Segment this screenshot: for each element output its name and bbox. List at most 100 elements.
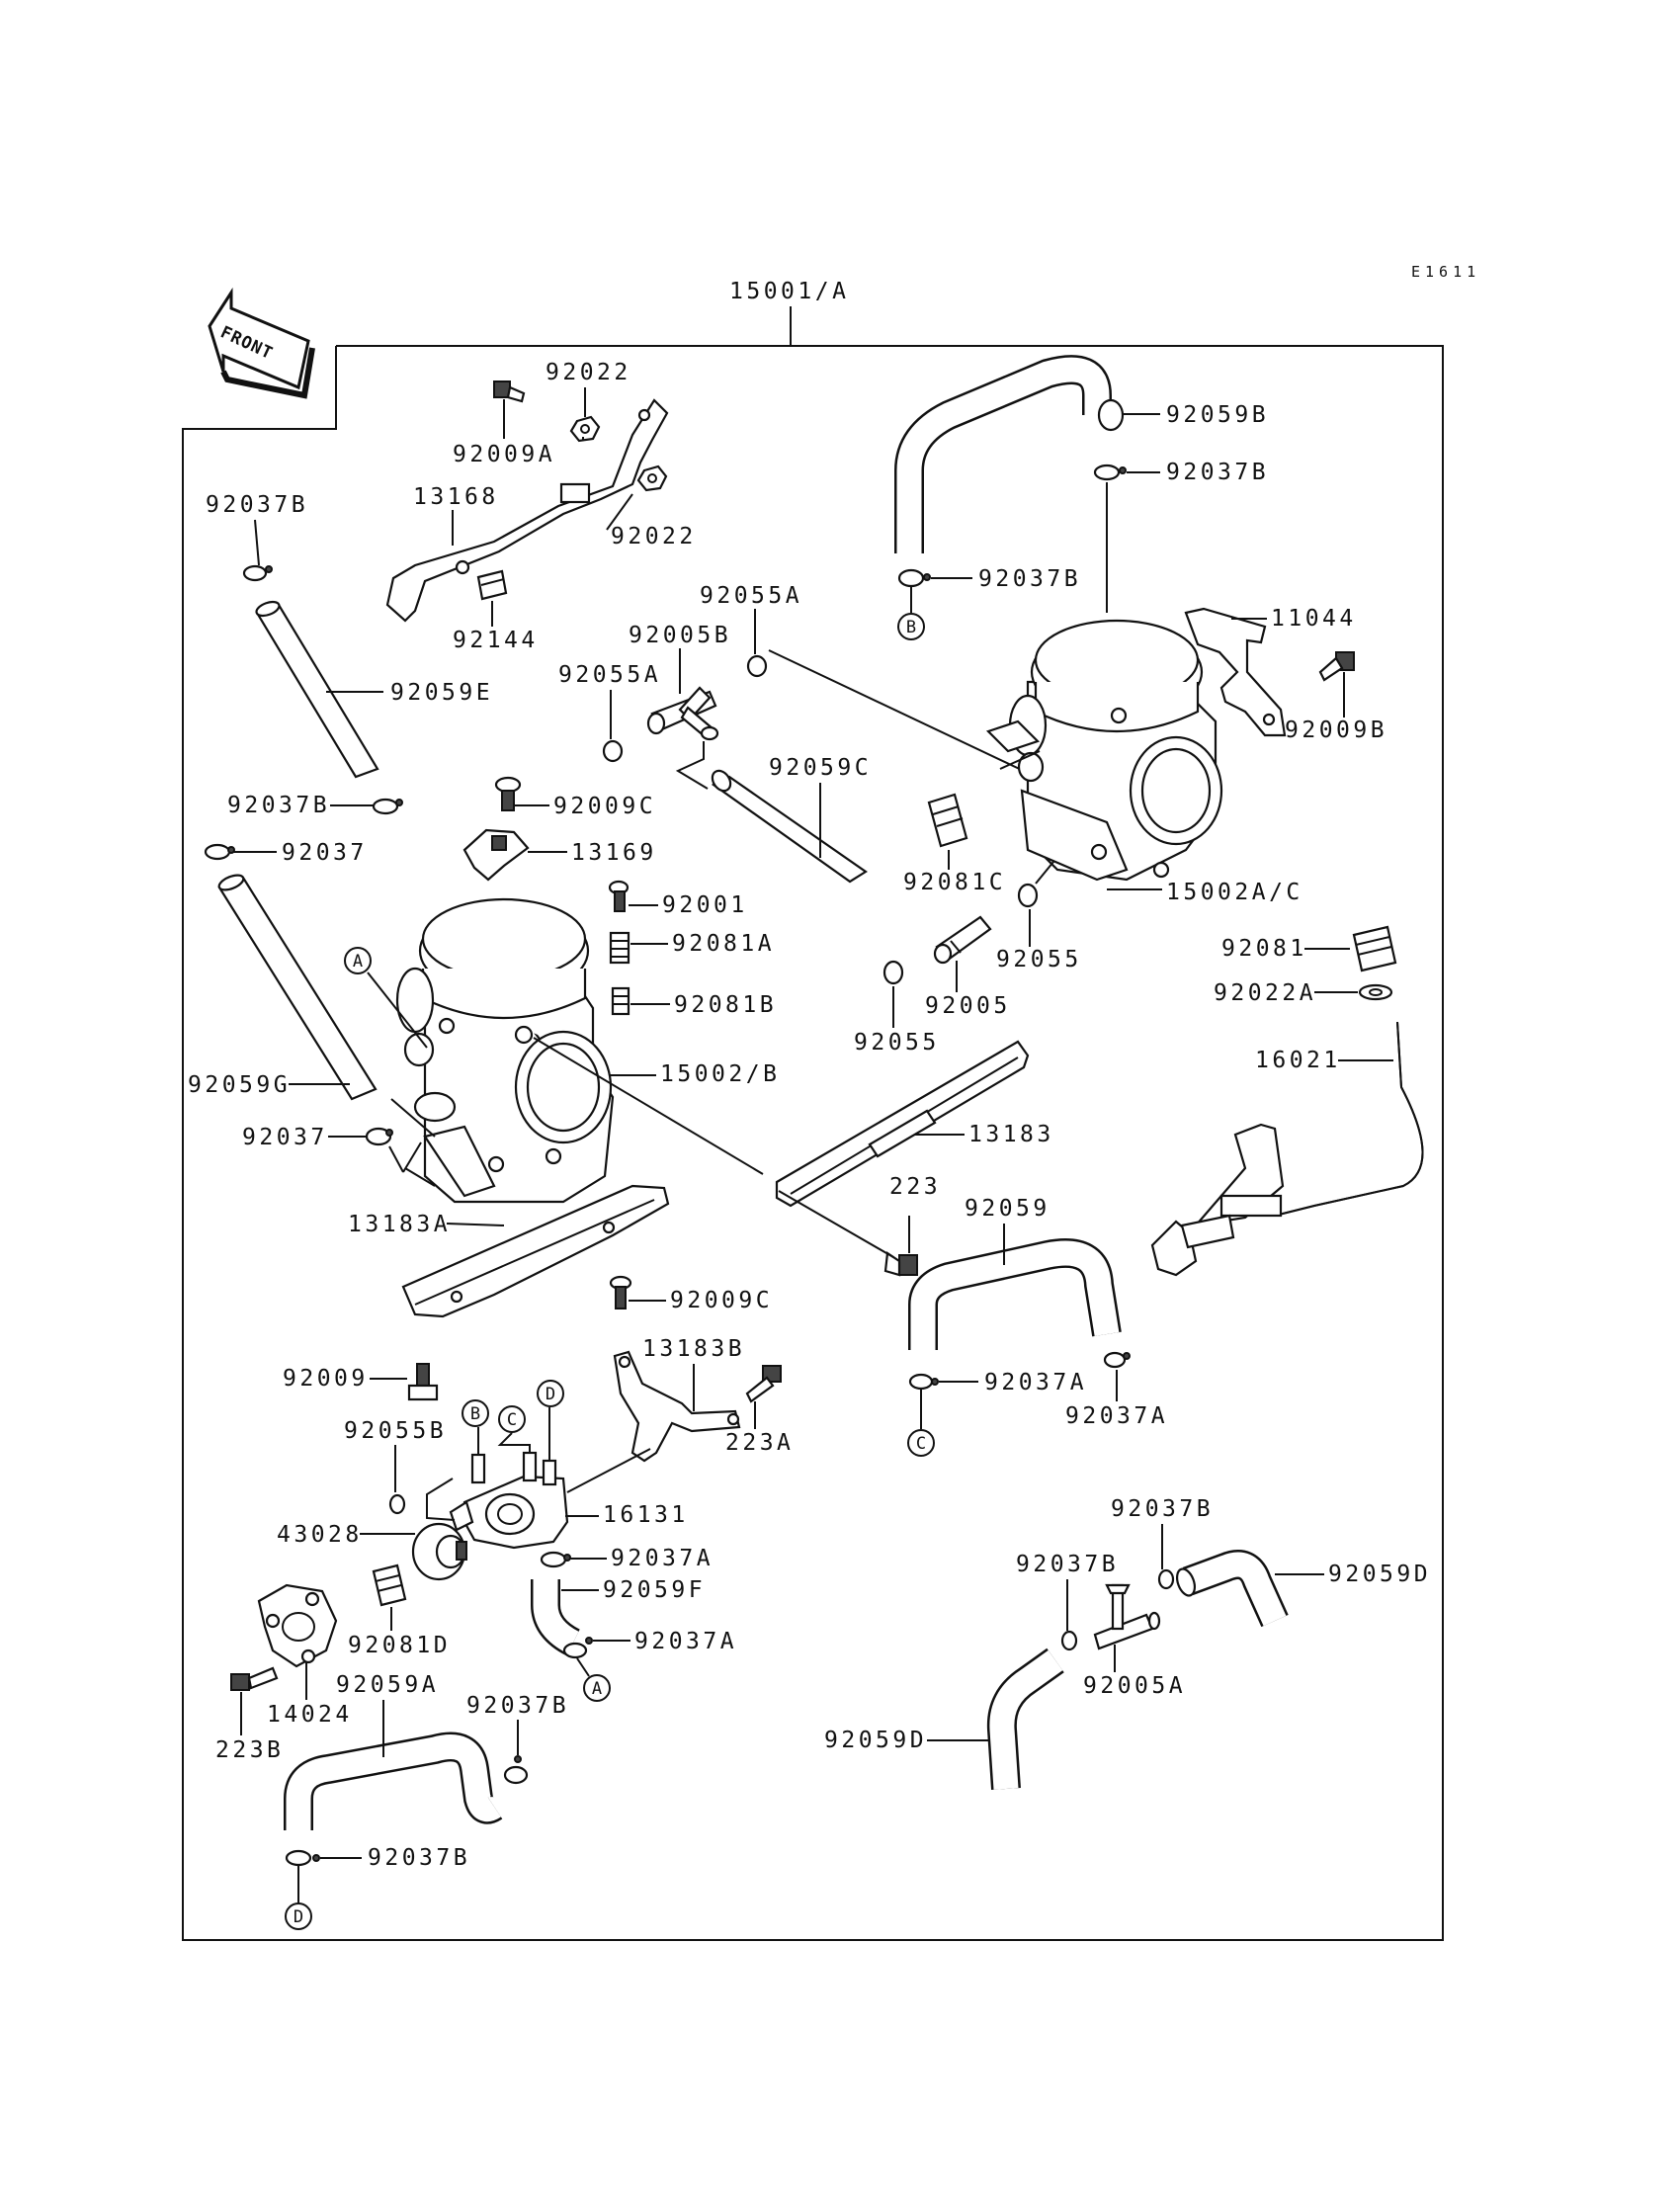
- oring-92055a-left: [602, 739, 624, 763]
- label-92037b-b: 92037B: [227, 793, 330, 818]
- label-92009c-bottom: 92009C: [670, 1288, 773, 1313]
- label-92059: 92059: [965, 1196, 1050, 1222]
- carburetor-15002ac: [985, 619, 1223, 882]
- circle-marker-b-bottom: B: [470, 1404, 480, 1424]
- label-92059d-a: 92059D: [1328, 1562, 1431, 1587]
- hose-92059g: [217, 874, 378, 1101]
- nut-92022-lower: [636, 465, 668, 492]
- clip-92037b-top: [1093, 464, 1127, 481]
- clip-13169: [462, 828, 530, 882]
- label-92009: 92009: [283, 1366, 369, 1392]
- label-92009a: 92009A: [453, 442, 555, 467]
- label-16131: 16131: [603, 1502, 689, 1528]
- label-92037b-c: 92037B: [466, 1693, 569, 1719]
- oring-92055b: [388, 1493, 406, 1515]
- label-92055a-top: 92055A: [700, 583, 802, 609]
- bracket-13183: [775, 1040, 1030, 1208]
- joint-92005a: [1093, 1583, 1161, 1650]
- label-43028: 43028: [277, 1522, 363, 1548]
- hose-92059c: [711, 769, 868, 884]
- label-92022a: 92022A: [1214, 980, 1316, 1006]
- screw-92009b: [1318, 651, 1355, 682]
- label-92009b: 92009B: [1285, 718, 1387, 743]
- label-92037b-top: 92037B: [1166, 460, 1269, 485]
- label-92081a: 92081A: [672, 931, 775, 957]
- clip-92037b-d: [285, 1849, 320, 1867]
- label-92037b-a: 92037B: [206, 492, 308, 518]
- label-92037a-b: 92037A: [1065, 1403, 1168, 1429]
- label-92001: 92001: [662, 892, 748, 918]
- label-13168: 13168: [413, 484, 499, 510]
- jet-92005: [933, 915, 992, 965]
- bolt-92009: [407, 1363, 439, 1401]
- label-92059a: 92059A: [336, 1672, 439, 1698]
- hose-92059b: [894, 355, 1125, 553]
- label-13183b: 13183B: [642, 1336, 745, 1362]
- label-223: 223: [889, 1174, 941, 1200]
- hose-92059a: [284, 1732, 503, 1830]
- label-92055-mid: 92055: [854, 1030, 940, 1056]
- label-92037a-a: 92037A: [984, 1370, 1087, 1395]
- label-92022-b: 92022: [611, 524, 697, 549]
- clip-92037b-f: [1060, 1630, 1078, 1651]
- label-92009c-top: 92009C: [553, 794, 656, 819]
- label-223b: 223B: [215, 1737, 284, 1763]
- label-11044: 11044: [1271, 606, 1357, 632]
- bolt-223b: [230, 1666, 279, 1691]
- clip-92037b-topb: [897, 568, 931, 588]
- label-13183a: 13183A: [348, 1212, 451, 1237]
- label-92059d-b: 92059D: [824, 1728, 927, 1753]
- label-92037a-d: 92037A: [634, 1629, 737, 1654]
- label-92055b: 92055B: [344, 1418, 447, 1444]
- screw-92009a: [493, 380, 526, 403]
- label-92037b-f: 92037B: [1016, 1552, 1119, 1577]
- label-16021: 16021: [1255, 1048, 1341, 1073]
- circle-marker-d-left: D: [294, 1907, 303, 1927]
- bracket-13183b: [613, 1350, 741, 1463]
- spring-92081: [1352, 925, 1397, 972]
- label-92081d: 92081D: [348, 1633, 451, 1658]
- circle-marker-b-top: B: [906, 618, 916, 637]
- assembly-label: 15001/A: [729, 279, 849, 304]
- cover-14024: [257, 1583, 338, 1668]
- front-arrow: FRONT: [208, 287, 315, 399]
- label-92037b-d: 92037B: [368, 1845, 470, 1871]
- label-14024: 14024: [267, 1702, 353, 1728]
- clip-92037a-b: [1103, 1351, 1131, 1369]
- clip-92037a-c: [540, 1551, 571, 1568]
- label-92037b-topb: 92037B: [978, 566, 1081, 592]
- nut-92022-top: [569, 415, 601, 443]
- clip-92037b-c: [503, 1755, 529, 1785]
- hose-92059d-lower: [986, 1648, 1064, 1790]
- bracket-13168: [385, 398, 669, 623]
- circle-marker-c-bottom: C: [507, 1410, 517, 1430]
- label-92005b: 92005B: [629, 623, 731, 648]
- label-92059b: 92059B: [1166, 402, 1269, 428]
- fuel-cock-16131: [449, 1451, 569, 1550]
- diagram-code: E1611: [1411, 263, 1480, 281]
- label-92037a-c: 92037A: [611, 1546, 714, 1571]
- label-92059c: 92059C: [769, 755, 872, 781]
- clip-92037a-a: [908, 1373, 939, 1391]
- hose-92059f: [531, 1579, 581, 1656]
- oring-92055a-top: [746, 654, 768, 678]
- screw-92009c-top: [494, 776, 522, 811]
- bolt-223: [883, 1251, 918, 1277]
- screw-92001: [608, 880, 630, 912]
- hose-92059d-upper: [1175, 1550, 1289, 1628]
- hose-92059e: [255, 600, 379, 779]
- circle-marker-c-right: C: [916, 1434, 926, 1454]
- clip-92037b-e: [1157, 1568, 1175, 1590]
- label-92037b-e: 92037B: [1111, 1496, 1214, 1522]
- clip-92037b-a: [242, 564, 273, 582]
- label-92005: 92005: [925, 993, 1011, 1019]
- label-92144: 92144: [453, 628, 539, 653]
- label-92059e: 92059E: [390, 680, 493, 706]
- label-92059f: 92059F: [603, 1577, 706, 1603]
- carburetor-15002b: [390, 897, 615, 1204]
- clip-92037a-d: [562, 1637, 593, 1659]
- label-92037-b: 92037: [242, 1125, 328, 1150]
- spring-92144: [476, 569, 508, 601]
- spring-92081a: [609, 931, 630, 965]
